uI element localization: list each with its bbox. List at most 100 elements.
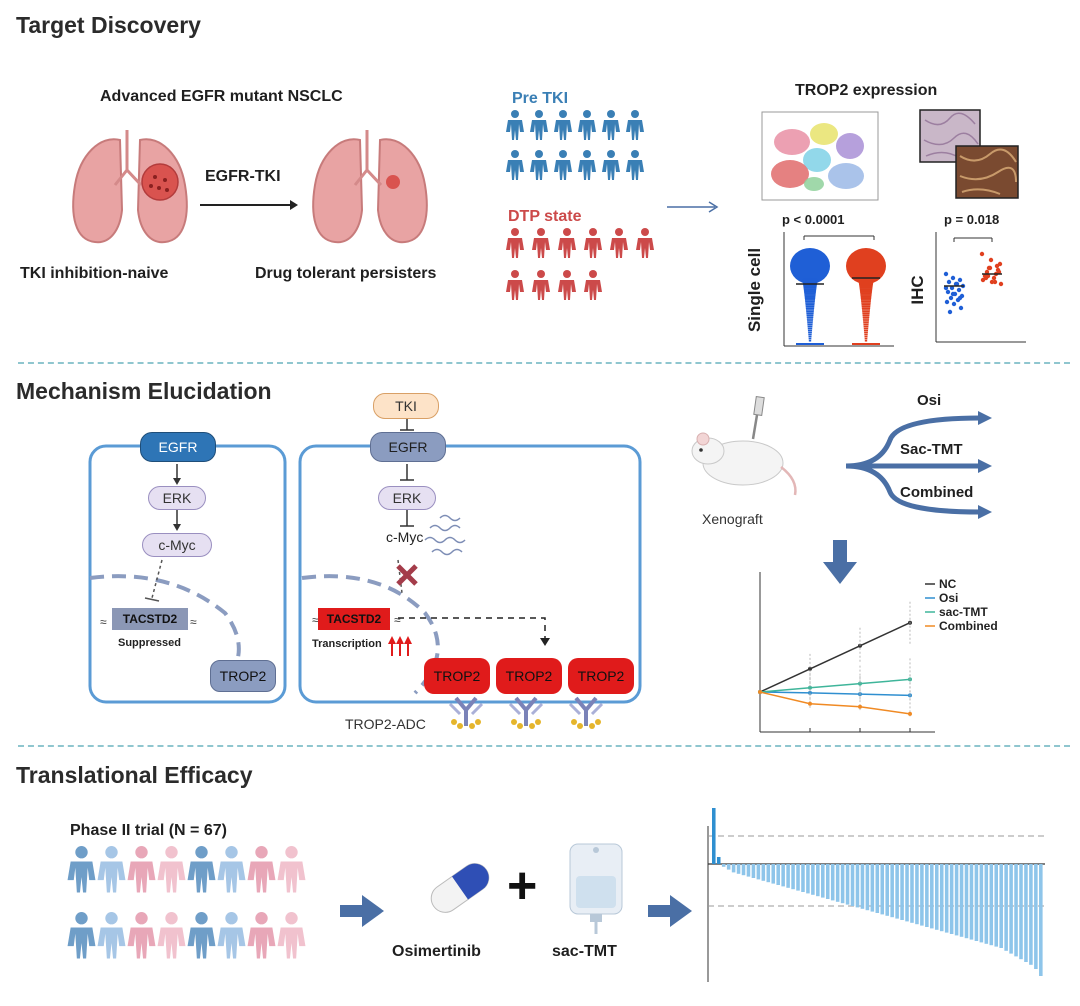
erk-node-left: ERK <box>148 486 206 510</box>
gene-state-suppressed: Suppressed <box>118 637 181 649</box>
waterfall-bar <box>875 864 880 913</box>
growth-point <box>758 690 762 694</box>
ihc-dtp-point <box>992 279 998 285</box>
ihc-pre-point <box>954 281 960 287</box>
flow-arrow-2 <box>648 895 692 927</box>
waterfall-bar <box>954 864 959 936</box>
arm-sac-tmt-label: Sac-TMT <box>900 441 963 458</box>
waterfall-bar <box>949 864 954 934</box>
waterfall-bar <box>1004 864 1008 951</box>
tumor-small-icon <box>386 175 400 189</box>
waterfall-bar <box>915 864 919 925</box>
cohort-title: Advanced EGFR mutant NSCLC <box>100 88 343 105</box>
growth-point <box>808 685 812 690</box>
section-divider <box>18 745 1070 747</box>
ihc-dtp-point <box>994 263 1000 269</box>
ihc-images <box>919 109 1019 199</box>
waterfall-bar <box>974 864 979 941</box>
waterfall-bar <box>964 864 969 939</box>
waterfall-bar <box>925 864 929 927</box>
ihc-axis-label: IHC <box>908 275 927 305</box>
ihc-pre-point <box>950 275 956 281</box>
waterfall-bar <box>806 864 810 894</box>
waterfall-bar <box>781 864 785 887</box>
arm-osi-label: Osi <box>917 392 942 409</box>
waterfall-bar <box>999 864 1003 948</box>
cell-diagrams: ≈≈ ≈≈ <box>88 414 642 704</box>
dtp-person-icon <box>558 228 576 258</box>
growth-legend-label: sac-TMT <box>939 605 988 619</box>
treatment-arm-arrows <box>845 411 992 519</box>
ihc-pre-point <box>946 279 952 285</box>
growth-line-nc <box>759 622 911 693</box>
dtp-person-icon <box>506 228 524 258</box>
trial-label: Phase II trial (N = 67) <box>70 822 227 839</box>
waterfall-bar <box>751 864 756 878</box>
dtp-person-icon <box>584 228 602 258</box>
waterfall-bar <box>969 864 974 940</box>
single-cell-dotplot <box>783 232 894 347</box>
ihc-pre-point <box>943 285 949 291</box>
dtp-person-icon <box>610 228 628 258</box>
trop2-surface-high: TROP2 <box>568 658 634 694</box>
single-cell-dtp-distribution <box>846 248 886 345</box>
flow-arrow <box>667 201 719 213</box>
gene-tacstd2-left: TACSTD2 <box>112 608 188 630</box>
waterfall-bar <box>865 864 870 911</box>
pre-tki-person-icon <box>578 110 596 140</box>
waterfall-bar <box>756 864 761 880</box>
trial-patients <box>67 846 306 959</box>
waterfall-bar <box>989 864 994 946</box>
waterfall-bar <box>994 864 999 947</box>
waterfall-bar <box>920 864 924 926</box>
waterfall-bar <box>736 864 741 874</box>
waterfall-bar <box>1039 864 1043 976</box>
adc-antibody-icon <box>448 696 484 729</box>
cmyc-node-left: c-Myc <box>142 533 212 557</box>
dtp-person-icon <box>558 270 576 300</box>
dtp-person-icon <box>636 228 654 258</box>
waterfall-bar <box>1014 864 1018 957</box>
plus-sign: + <box>507 857 538 915</box>
egfr-node-left: EGFR <box>140 432 216 462</box>
pre-tki-patients <box>506 110 644 180</box>
ihc-pre-point <box>956 287 962 293</box>
trial-person-icon <box>97 846 126 893</box>
trial-person-icon <box>247 912 276 959</box>
dtp-person-icon <box>532 228 550 258</box>
waterfall-bar <box>984 864 989 944</box>
single-cell-axis-label: Single cell <box>745 247 764 333</box>
waterfall-plot <box>707 808 1045 982</box>
arm-combined-label: Combined <box>900 484 974 501</box>
trop2-surface-low: TROP2 <box>210 660 276 692</box>
ihc-dtp-point <box>987 265 993 271</box>
growth-line-combined <box>759 691 911 715</box>
waterfall-bar <box>979 864 984 943</box>
waterfall-bar <box>796 864 800 891</box>
waterfall-bar <box>944 864 949 933</box>
waterfall-bar <box>791 864 795 890</box>
osimertinib-capsule-icon <box>430 863 490 913</box>
waterfall-bar <box>1009 864 1013 954</box>
right-state-label: Drug tolerant persisters <box>255 265 437 282</box>
gene-state-transcription: Transcription <box>312 638 382 650</box>
waterfall-bar <box>801 864 805 892</box>
ihc-pre-point <box>944 299 950 305</box>
ihc-dtp-point <box>979 251 985 257</box>
trial-person-icon <box>97 912 126 959</box>
mouse-illustration <box>691 395 797 496</box>
trial-person-icon <box>187 912 216 959</box>
egfr-node-right: EGFR <box>370 432 446 462</box>
waterfall-bar <box>786 864 790 888</box>
growth-point <box>858 704 862 709</box>
tsne-plot <box>761 111 879 201</box>
ihc-pre-point <box>943 271 949 277</box>
treatment-arrow-label: EGFR-TKI <box>205 168 281 185</box>
ihc-pre-point <box>947 309 953 315</box>
trial-person-icon <box>67 912 96 959</box>
trial-person-icon <box>187 846 216 893</box>
growth-legend-label: NC <box>939 577 957 591</box>
single-cell-pvalue: p < 0.0001 <box>782 212 845 227</box>
dtp-person-icon <box>532 270 550 300</box>
svg-text:≈: ≈ <box>312 613 319 627</box>
